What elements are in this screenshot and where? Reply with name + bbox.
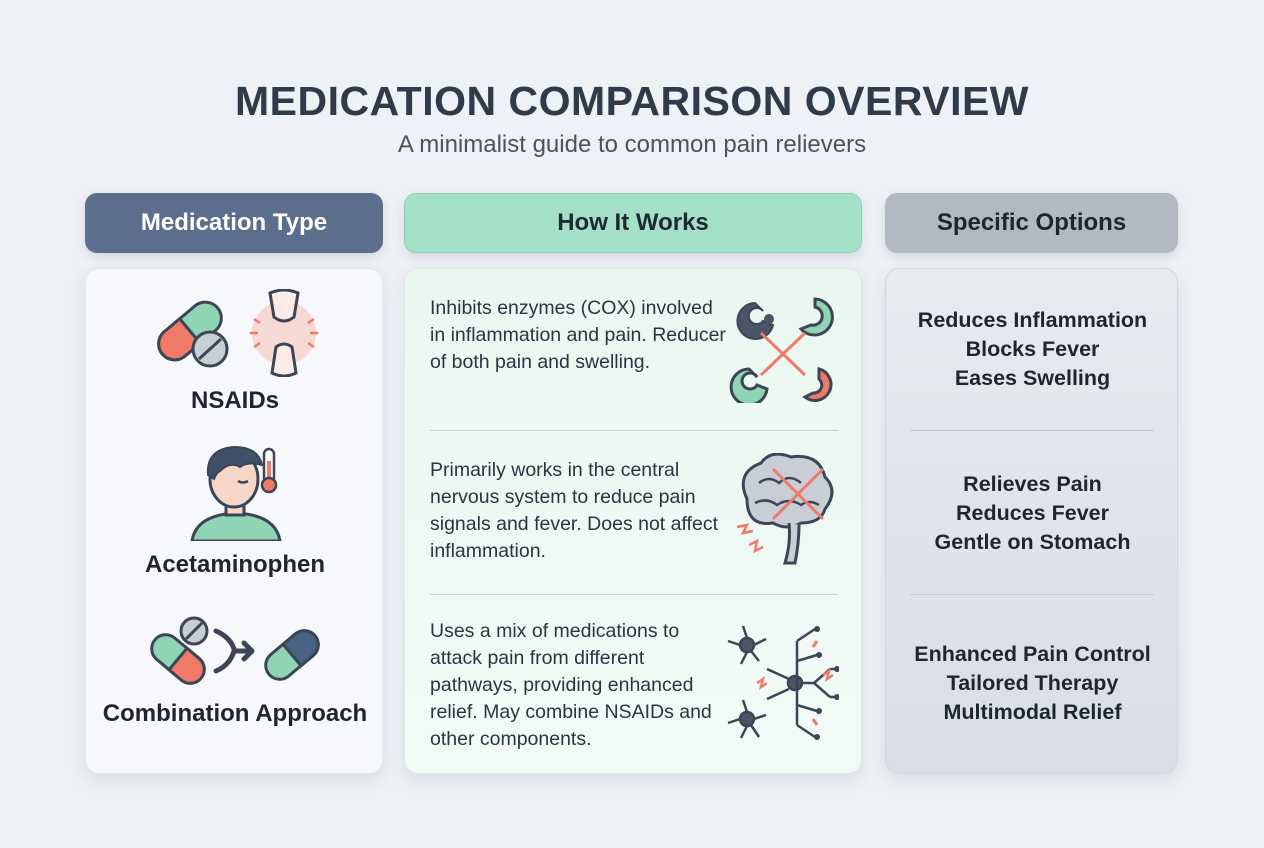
option-item: Enhanced Pain Control [914,642,1151,666]
page-subtitle: A minimalist guide to common pain reliev… [397,131,867,158]
enzyme-blocked-icon [729,297,834,403]
option-item: Tailored Therapy [946,671,1119,695]
medication-type-panel: NSAIDs Acetaminophen Combination Approac… [85,268,383,774]
option-item: Multimodal Relief [943,700,1122,724]
header-specific-options: Specific Options [885,193,1178,253]
options-nsaids: Reduces Inflammation Blocks Fever Eases … [886,306,1179,393]
how-it-works-acetaminophen: Primarily works in the central nervous s… [430,459,718,562]
options-acetaminophen: Relieves Pain Reduces Fever Gentle on St… [886,470,1179,557]
option-item: Reduces Fever [956,501,1109,525]
row-divider [430,594,838,595]
brain-signal-blocked-icon [736,453,834,565]
combined-pills-icon [150,616,320,685]
medication-type-nsaids: NSAIDs [190,387,280,414]
row-divider [910,594,1154,595]
person-thermometer-icon [190,445,282,541]
pill-and-joint-icon [157,289,318,377]
header-medication-type: Medication Type [85,193,383,253]
row-divider [910,430,1154,431]
option-item: Blocks Fever [965,337,1100,361]
option-item: Gentle on Stomach [934,530,1131,554]
medication-type-combination: Combination Approach [102,700,368,727]
specific-options-panel: Reduces Inflammation Blocks Fever Eases … [885,268,1178,774]
option-item: Eases Swelling [954,366,1111,390]
how-it-works-nsaids: Inhibits enzymes (COX) involved in infla… [430,297,726,373]
medication-type-acetaminophen: Acetaminophen [144,551,326,578]
neural-pathways-icon [727,625,839,740]
header-how-it-works: How It Works [404,193,862,253]
row-divider [430,430,838,431]
page-title: MEDICATION COMPARISON OVERVIEW [234,78,1030,124]
option-item: Reduces Inflammation [917,308,1148,332]
how-it-works-panel: Inhibits enzymes (COX) involved in infla… [404,268,862,774]
options-combination: Enhanced Pain Control Tailored Therapy M… [886,640,1179,727]
option-item: Relieves Pain [963,472,1102,496]
how-it-works-combination: Uses a mix of medications to attack pain… [430,620,712,750]
